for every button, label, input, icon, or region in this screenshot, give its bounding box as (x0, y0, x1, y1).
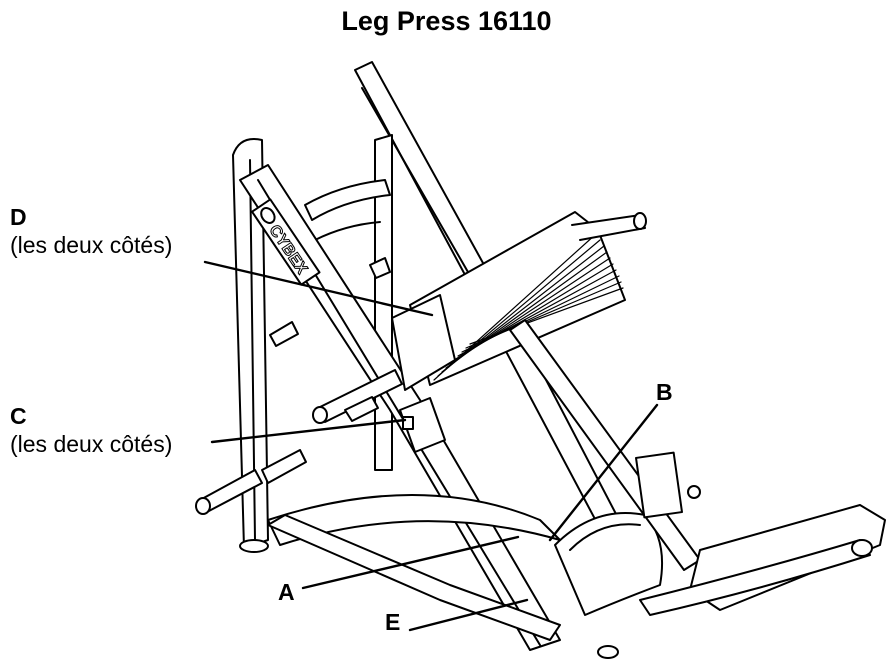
callout-b-letter: B (656, 379, 673, 405)
callout-a: A (278, 578, 295, 606)
leader-line-a (301, 535, 520, 590)
callout-b: B (656, 378, 673, 406)
callout-e-letter: E (385, 609, 401, 635)
foot-plate (409, 211, 647, 386)
callout-d: D (les deux côtés) (10, 203, 172, 259)
callout-a-letter: A (278, 579, 295, 605)
front-left-post (232, 138, 269, 553)
leader-line-c (210, 418, 407, 444)
weight-horns (195, 257, 403, 515)
callout-e: E (385, 608, 400, 636)
leader-line-e (408, 598, 529, 632)
page-title: Leg Press 16110 (341, 6, 552, 36)
back-handles (304, 179, 391, 241)
sled-carriage (391, 294, 456, 453)
leader-line-b (548, 403, 659, 542)
callout-d-letter: D (10, 204, 27, 230)
callout-d-note: (les deux côtés) (10, 232, 173, 258)
callout-c-note: (les deux côtés) (10, 431, 173, 457)
leader-line-d (203, 260, 434, 317)
base-frame (267, 494, 886, 659)
leader-lines (203, 260, 659, 632)
callout-c-letter: C (10, 403, 27, 429)
seat-pad (554, 512, 664, 616)
callout-c: C (les deux côtés) (10, 402, 172, 458)
